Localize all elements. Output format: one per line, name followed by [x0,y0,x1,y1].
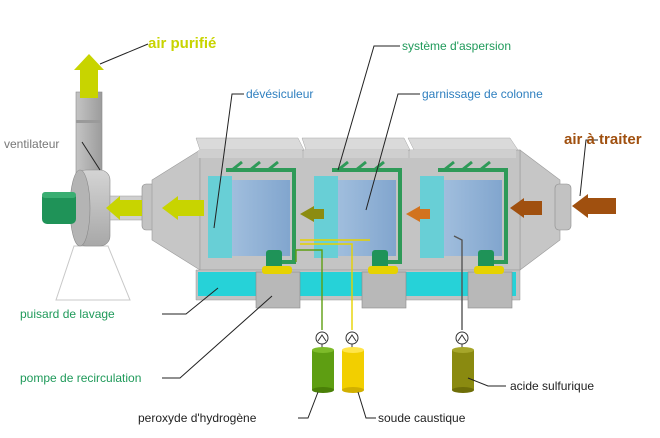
fan-stand [55,245,131,301]
pump-icon [474,250,504,274]
chemical-tank-icon [312,347,334,393]
air-purifie-label: air purifié [148,35,216,52]
soude-caustique-label: soude caustique [378,411,466,425]
packing-bed-1 [232,180,290,256]
puisard-lavage-label: puisard de lavage [20,307,115,321]
leader-lines [81,43,598,419]
pump-icon [262,250,292,274]
dosing-pump-icon [455,331,469,345]
pump-housing-1 [255,271,301,309]
systeme-aspersion-label: système d'aspersion [402,39,511,53]
spray-header-1 [226,160,296,264]
untreated-air-arrow [572,194,616,218]
pump-icon [368,250,398,274]
spray-header-3 [438,160,508,264]
pompe-recirculation-label: pompe de recirculation [20,371,141,385]
dosing-pump-icon [345,331,359,345]
garnissage-colonne-label: garnissage de colonne [422,87,543,101]
dosing-lines [295,235,463,330]
ventilateur-label: ventilateur [4,137,59,151]
flow-arrow-icon [162,196,204,220]
acide-sulfurique-label: acide sulfurique [510,379,594,393]
flow-arrow-icon [300,206,324,222]
fan-motor-icon [42,192,76,224]
devesiculeur-label: dévésiculeur [246,87,313,101]
spray-header-2 [332,160,402,264]
peroxyde-hydrogene-label: peroxyde d'hydrogène [138,411,257,425]
demister-panel-1 [208,176,232,258]
flow-arrow-icon [406,206,430,222]
air-a-traiter-label: air à traiter [564,131,642,148]
dosing-pump-icon [315,331,329,345]
flow-arrow-icon [510,198,542,218]
purified-air-up-arrow [74,54,104,98]
pump-housing-3 [467,271,513,309]
chemical-tank-icon [452,347,474,393]
pump-housing-2 [361,271,407,309]
packing-bed-3 [444,180,502,256]
fan-housing [69,169,111,247]
chemical-tank-icon [342,347,364,393]
purified-air-left-arrow [106,196,142,220]
